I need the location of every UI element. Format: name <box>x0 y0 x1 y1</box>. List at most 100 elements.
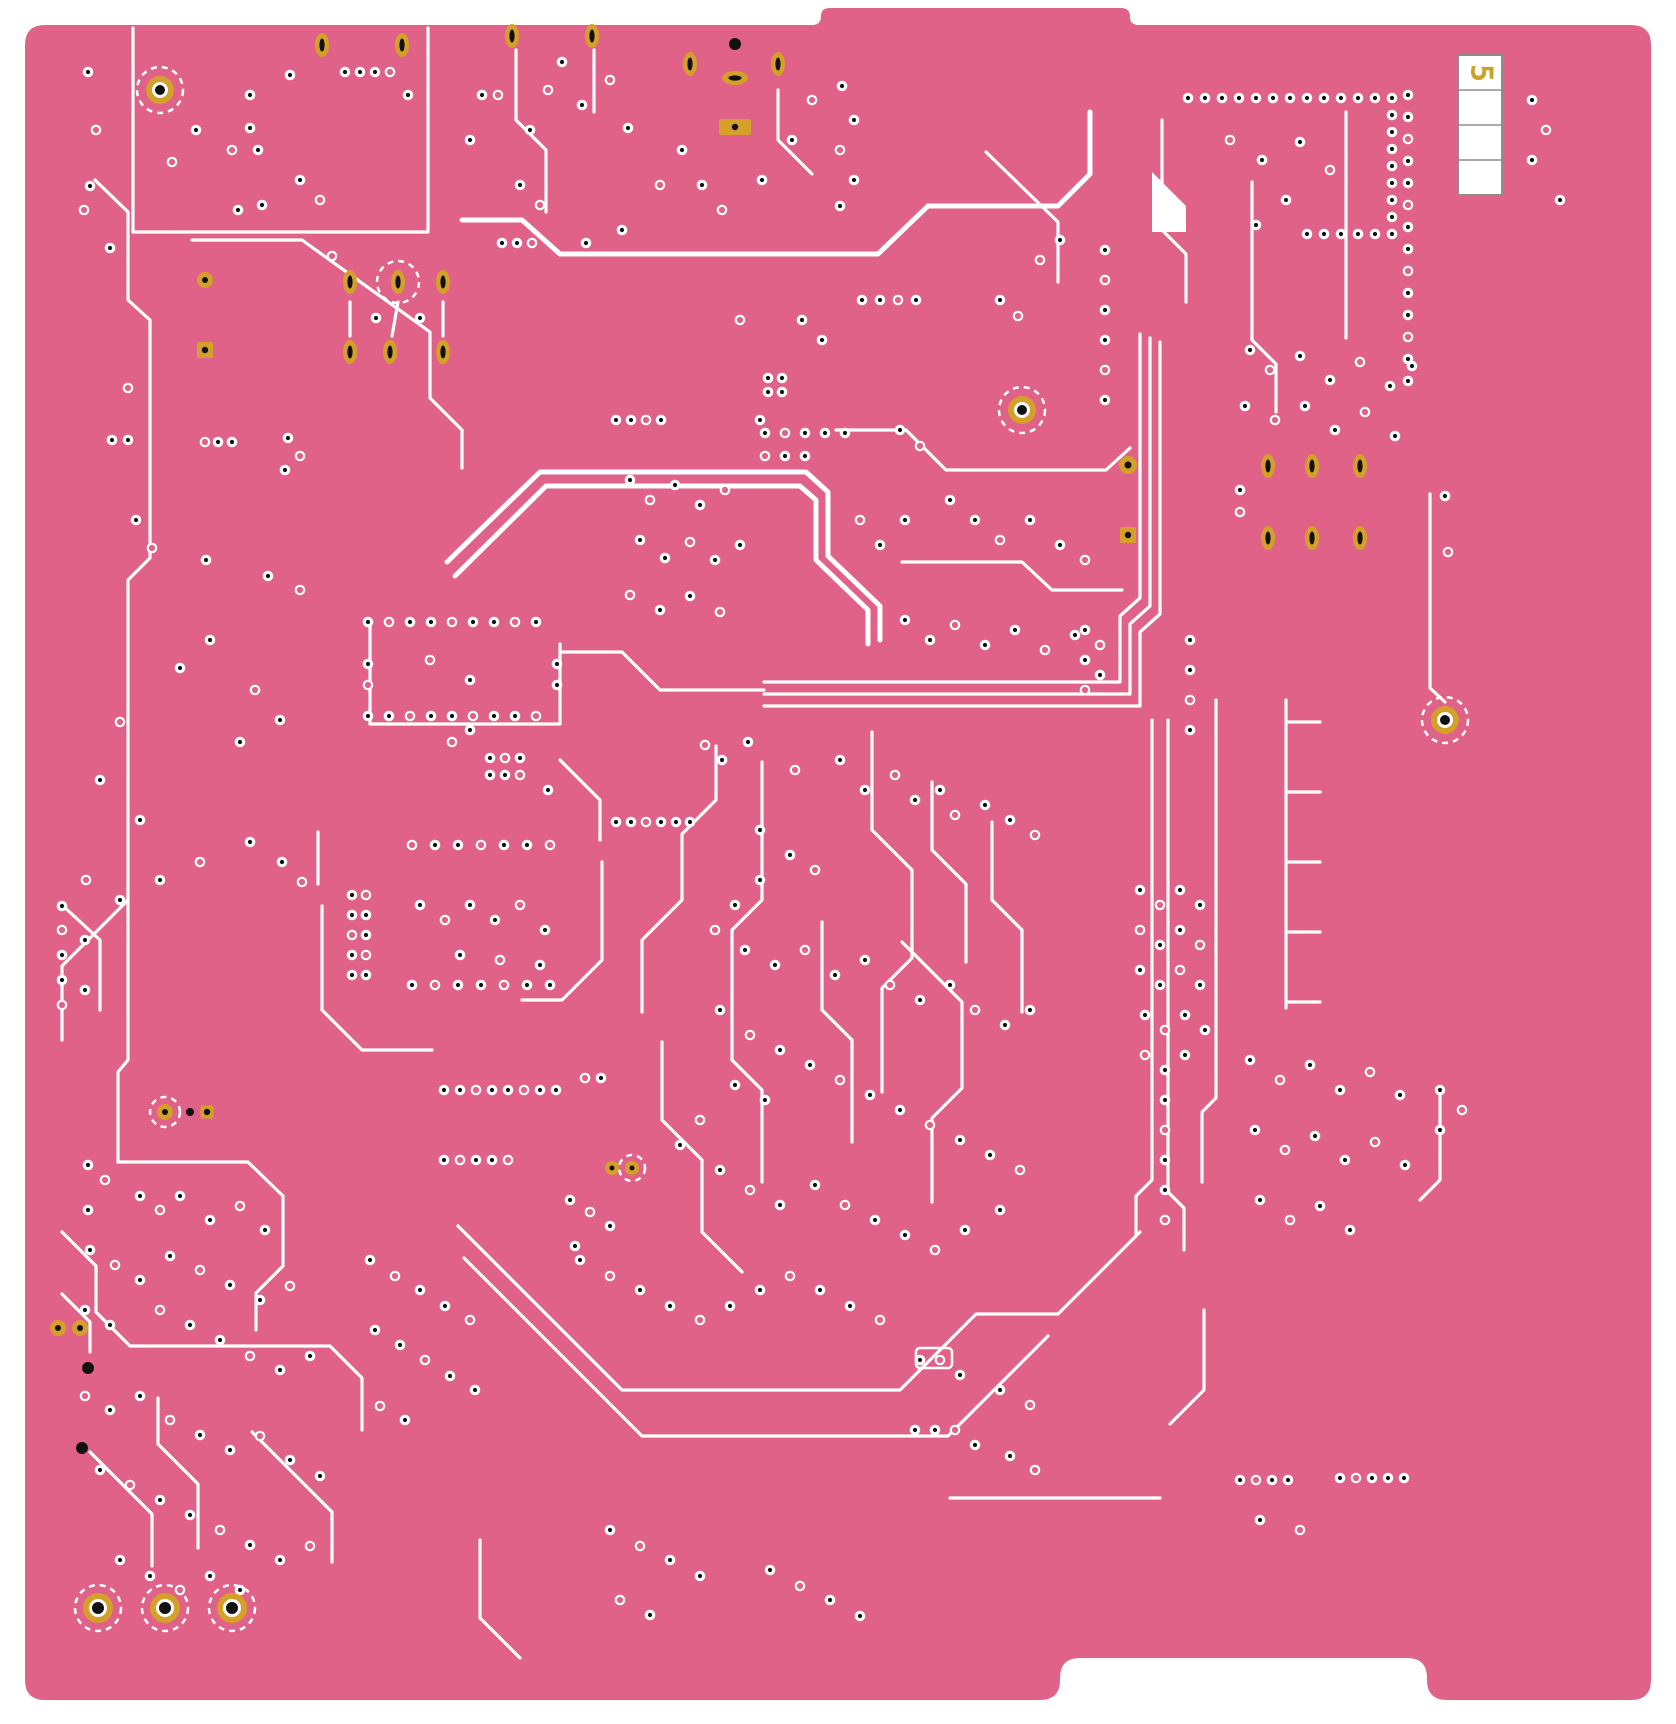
via-hole <box>1162 1157 1168 1163</box>
via-hole <box>917 1357 923 1363</box>
via-hole <box>913 297 919 303</box>
via-hole <box>987 1152 993 1158</box>
via-hole <box>1529 97 1535 103</box>
via-hole <box>407 619 413 625</box>
via-hole <box>97 1467 103 1473</box>
via-hole <box>1257 1197 1263 1203</box>
via-hole <box>742 947 748 953</box>
via-hole <box>215 439 221 445</box>
via-hole <box>717 1007 723 1013</box>
via-tented-center <box>656 181 664 189</box>
pad-slot-hole <box>395 275 401 289</box>
via-hole <box>627 477 633 483</box>
via-tented-center <box>431 981 439 989</box>
via-hole <box>373 315 379 321</box>
via-hole <box>1385 1475 1391 1481</box>
component-outline-rings-layer <box>73 65 1470 1633</box>
via-hole <box>1397 1092 1403 1098</box>
via-hole <box>579 102 585 108</box>
copper-trace <box>930 780 968 964</box>
via-hole <box>491 619 497 625</box>
via-hole <box>203 557 209 563</box>
via-tented-center <box>296 586 304 594</box>
via-hole <box>478 982 484 988</box>
via-hole <box>862 957 868 963</box>
via-tented-center <box>841 1201 849 1209</box>
via-hole <box>117 1557 123 1563</box>
pad-drill-hole <box>77 1325 83 1331</box>
via-hole <box>1302 403 1308 409</box>
via-hole <box>1097 672 1103 678</box>
via-hole <box>85 69 91 75</box>
via-hole <box>1405 92 1411 98</box>
via-hole <box>1389 112 1395 118</box>
via-tented-center <box>836 146 844 154</box>
via-hole <box>1082 657 1088 663</box>
via-hole <box>837 757 843 763</box>
via-hole <box>717 1167 723 1173</box>
via-tented-center <box>1031 1466 1039 1474</box>
via-hole <box>193 127 199 133</box>
via-tented-center <box>516 901 524 909</box>
via-hole <box>1389 180 1395 186</box>
via-hole <box>472 1387 478 1393</box>
via-tented-center <box>156 1206 164 1214</box>
pad-slot-hole <box>1357 459 1363 473</box>
pad-drill-hole <box>162 1109 168 1115</box>
via-hole <box>822 430 828 436</box>
via-hole <box>1317 1203 1323 1209</box>
via-hole <box>732 902 738 908</box>
via-hole <box>839 83 845 89</box>
copper-trace <box>640 744 718 1014</box>
via-tented-center <box>532 712 540 720</box>
via-hole <box>1007 1453 1013 1459</box>
via-hole <box>679 147 685 153</box>
via-hole <box>779 375 785 381</box>
via-hole <box>499 240 505 246</box>
via-hole <box>282 467 288 473</box>
via-tented-center <box>466 1316 474 1324</box>
via-hole <box>363 912 369 918</box>
via-tented-center <box>82 876 90 884</box>
white-shapes-layer <box>1152 172 1186 232</box>
via-hole <box>367 1257 373 1263</box>
via-hole <box>1387 383 1393 389</box>
via-hole <box>235 207 241 213</box>
via-hole <box>662 555 668 561</box>
via-tented-center <box>1031 831 1039 839</box>
via-tented-center <box>362 951 370 959</box>
via-hole <box>473 1157 479 1163</box>
via-hole <box>1389 163 1395 169</box>
component-outline-ring <box>617 1153 647 1183</box>
via-hole <box>125 437 131 443</box>
via-hole <box>613 819 619 825</box>
via-tented-center <box>421 1356 429 1364</box>
copper-trace <box>390 300 400 338</box>
via-hole <box>417 1287 423 1293</box>
via-hole <box>372 69 378 75</box>
via-tented-center <box>1326 166 1334 174</box>
copper-trace <box>820 920 854 1144</box>
via-tented-center <box>298 878 306 886</box>
via-hole <box>932 1427 938 1433</box>
pad-slot-hole <box>440 275 446 289</box>
via-hole <box>492 917 498 923</box>
via-hole <box>137 817 143 823</box>
via-tented-center <box>536 201 544 209</box>
via-tented-center <box>791 766 799 774</box>
via-hole <box>1392 433 1398 439</box>
via-hole <box>357 69 363 75</box>
via-tented-center <box>781 429 789 437</box>
copper-trace <box>1418 1088 1442 1202</box>
via-tented-center <box>426 656 434 664</box>
via-tented-center <box>1081 686 1089 694</box>
via-hole <box>817 1287 823 1293</box>
via-hole <box>757 827 763 833</box>
via-hole <box>1401 1475 1407 1481</box>
via-hole <box>737 542 743 548</box>
via-tented-center <box>406 712 414 720</box>
via-tented-center <box>1444 548 1452 556</box>
via-hole <box>470 619 476 625</box>
via-hole <box>1529 157 1535 163</box>
